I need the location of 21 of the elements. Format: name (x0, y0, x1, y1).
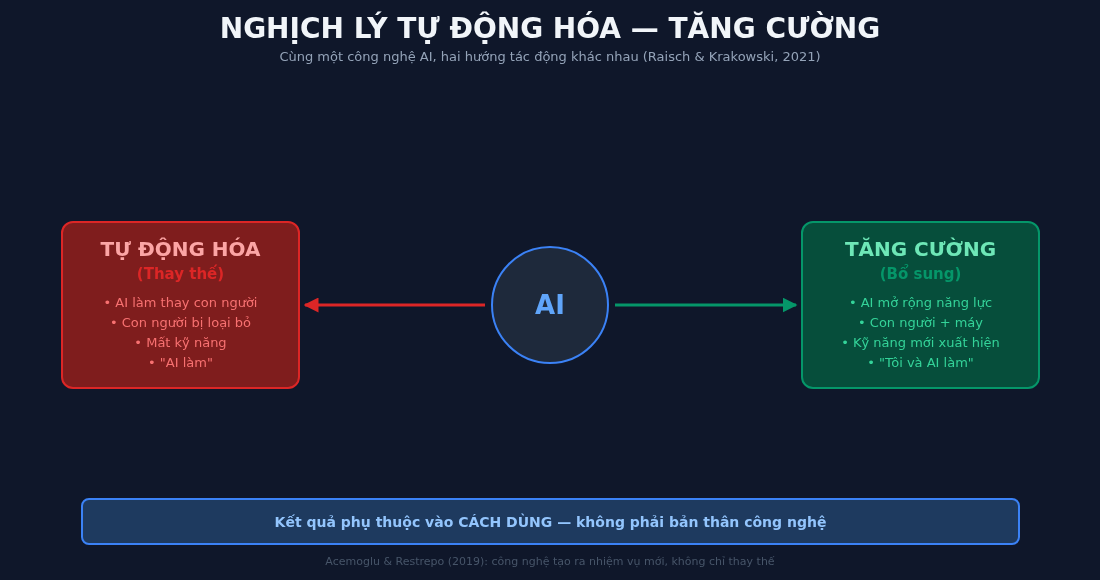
arrow (303, 297, 485, 313)
bullet-item: • Mất kỹ năng (134, 334, 227, 352)
bullet-item: • AI làm thay con người (103, 294, 258, 312)
node-label: AI (535, 290, 565, 320)
bullet-item: • Kỹ năng mới xuất hiện (841, 334, 1000, 352)
bullet-item: • "AI làm" (148, 354, 213, 372)
banner-text: Kết quả phụ thuộc vào CÁCH DÙNG — không phải bản thân công nghệ (274, 513, 827, 530)
bullet-item: • Con người + máy (858, 314, 983, 332)
augmentation-card (801, 221, 1040, 389)
arrow (615, 297, 798, 313)
subtitle: Cùng một công nghệ AI, hai hướng tác động khác nhau (Raisch & Krakowski, 2021) (278, 49, 822, 64)
card-subheading: (Bổ sung) (879, 265, 962, 283)
card-subheading: (Thay thế) (136, 265, 225, 283)
bullet-item: • Con người bị loại bỏ (109, 314, 252, 332)
automation-card (61, 221, 300, 389)
card-heading: TỰ ĐỘNG HÓA (100, 237, 261, 261)
card-heading: TĂNG CƯỜNG (844, 237, 997, 261)
conclusion-banner (81, 498, 1020, 545)
bullet-item: • "Tôi và AI làm" (867, 354, 974, 372)
diagram-title: NGHỊCH LÝ TỰ ĐỘNG HÓA — TĂNG CƯỜNG (218, 12, 882, 45)
bullet-item: • AI mở rộng năng lực (848, 294, 993, 312)
